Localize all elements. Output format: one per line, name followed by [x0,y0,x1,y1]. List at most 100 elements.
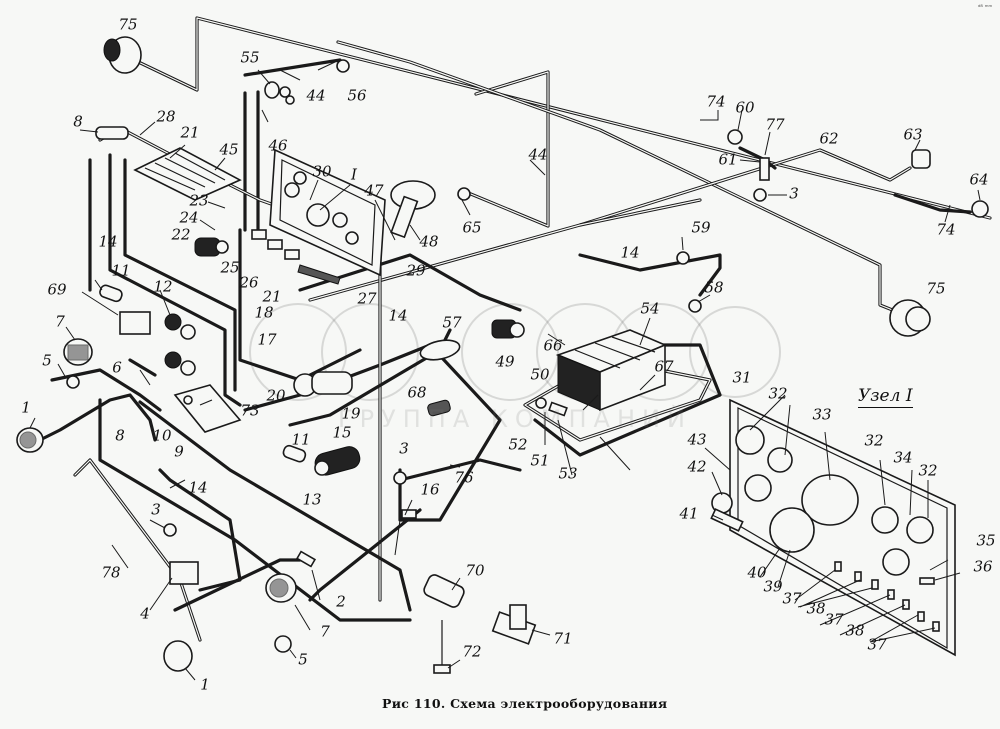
callout-label: 49 [495,352,515,371]
corner-mark: ᵈ⁸ ᵐᵐ [978,4,993,11]
component-63-icon [911,149,931,169]
callout-label: 14 [188,478,208,497]
switch-68-icon [427,399,451,417]
callout-label: 68 [407,383,427,402]
callout-label: 21 [262,287,282,306]
callout-label: 21 [180,123,200,142]
switch-50-icon [535,397,547,409]
callout-label: 51 [530,451,550,470]
callout-label: 37 [782,589,802,608]
steering-wheel-icon [390,180,436,239]
callout-label: 18 [254,303,274,322]
callout-label: 3 [399,439,409,458]
callout-label: 65 [462,218,482,237]
motor-49-icon [491,319,525,339]
callout-label: 32 [864,431,884,450]
callout-label: 31 [732,368,752,387]
callout-label: 3 [789,184,799,203]
lamp-64-icon [971,200,989,218]
callout-label: 75 [926,279,946,298]
callout-label: 30 [312,162,332,181]
callout-label: 23 [189,191,209,210]
callout-label: 46 [268,136,288,155]
callout-label: 52 [508,435,528,454]
callout-label: 71 [553,629,573,648]
starter-19-icon [293,371,353,397]
callout-label: 34 [893,448,913,467]
lamp-56-icon [336,59,350,73]
callout-label: 56 [347,86,367,105]
leader-lines [29,61,981,681]
plug-11-icon [99,284,123,303]
callout-label: 73 [240,401,260,420]
component-72-icon [433,620,451,674]
callout-label: 38 [845,621,865,640]
components [16,36,989,674]
callout-label: 61 [718,150,738,169]
lamp-5a-icon [66,375,80,389]
callout-label: 44 [528,145,548,164]
callout-label: 67 [654,357,674,376]
headlamp-1b-icon [163,640,193,672]
callout-label: 55 [240,48,260,67]
headlamp-7a-icon [63,338,93,366]
callout-label: 60 [735,98,755,117]
lamp-75b-icon [889,299,931,337]
callout-label: 54 [640,299,660,318]
lamp-57-icon [419,339,461,361]
component-70-icon [423,574,465,608]
callout-label: 32 [918,461,938,480]
callout-label: 3 [151,500,161,519]
relay-4-icon [169,561,199,585]
callout-label: 8 [73,112,83,131]
lamp-60-icon [727,129,743,145]
callout-label: 14 [388,306,408,325]
callout-label: 70 [465,561,485,580]
lamp-65-icon [457,187,471,201]
callout-label: 1 [200,675,210,694]
motor-22-icon [194,237,229,257]
callout-label: 4 [140,604,150,623]
callout-label: 72 [462,642,482,661]
callout-label: 75 [118,15,138,34]
sensor-3a-icon [163,523,177,537]
callout-label: 45 [219,140,239,159]
callout-label: 14 [620,243,640,262]
callout-label: 69 [47,280,67,299]
callout-label: 44 [306,86,326,105]
callout-label: 32 [768,384,788,403]
callout-label: 27 [357,289,377,308]
watermark-text: ГРУППА КОМПАНИЙ [338,405,692,433]
callout-label: 17 [257,330,277,349]
horn-15-icon [314,446,361,476]
callout-label: 57 [442,313,462,332]
callout-label: 13 [302,490,322,509]
callout-label: 24 [179,208,199,227]
callout-label: 33 [812,405,832,424]
callout-label: 48 [419,232,439,251]
figure-caption: Рис 110. Схема электрооборудования [382,696,668,711]
headlamp-1a-icon [16,427,44,453]
callout-label: 59 [691,218,711,237]
wiring-harness [38,16,992,642]
callout-label: 8 [115,426,125,445]
switch-58-icon [688,299,702,313]
callout-label: 22 [171,225,191,244]
callout-label: 20 [266,386,286,405]
callout-label: 66 [543,336,563,355]
relay-69-icon [119,311,196,376]
callout-label: 39 [763,577,783,596]
callout-label: 64 [969,170,989,189]
callout-label: 26 [239,273,259,292]
callout-label: 10 [152,426,172,445]
sensor-3b-icon [393,471,407,485]
dashboard-panel-icon [251,148,386,285]
callout-label: I [351,165,357,184]
callout-label: 47 [364,181,384,200]
heater-21-icon [133,147,242,201]
component-71-icon [491,604,537,645]
callout-label: 11 [291,430,311,449]
callout-label: 76 [454,468,474,487]
callout-label: 41 [679,504,699,523]
switch-plate-10-icon [173,384,242,433]
